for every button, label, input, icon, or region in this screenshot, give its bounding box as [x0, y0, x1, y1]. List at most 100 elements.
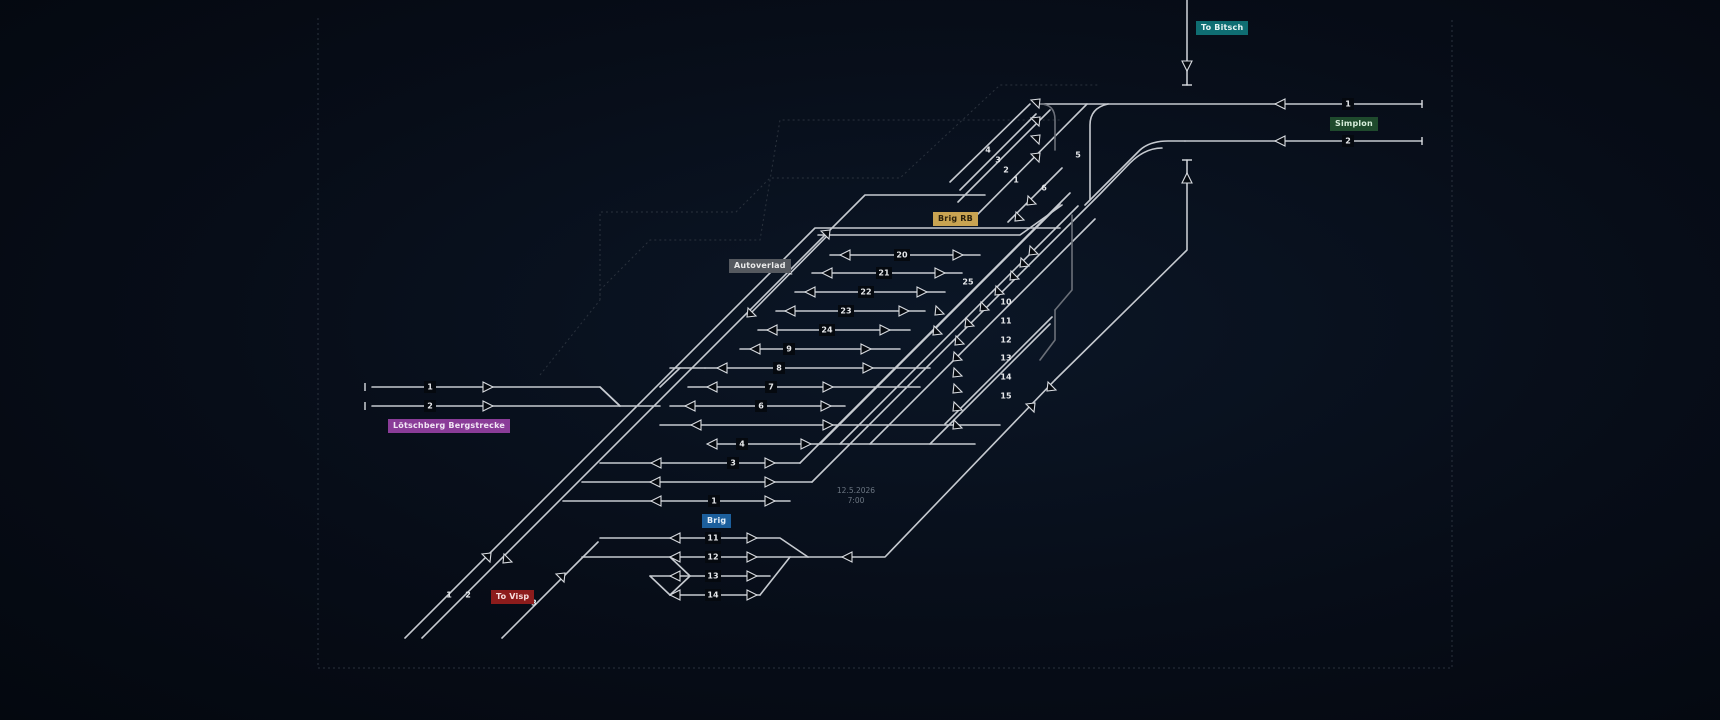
label-to-bitsch: To Bitsch [1196, 21, 1249, 35]
signal-54[interactable] [994, 284, 1006, 296]
track-diag-a[interactable] [404, 227, 1061, 639]
signal-43[interactable] [746, 532, 759, 544]
signal-33[interactable] [800, 438, 813, 450]
signal-27[interactable] [822, 381, 835, 393]
track-autoverlad-diag[interactable] [751, 234, 829, 313]
signal-26[interactable] [705, 381, 718, 393]
signal-17[interactable] [916, 286, 929, 298]
signal-70[interactable] [932, 324, 944, 336]
signal-65[interactable] [480, 552, 492, 564]
signal-10[interactable] [1026, 194, 1038, 206]
track-simplon-south[interactable] [807, 379, 1056, 558]
signal-4[interactable] [1181, 171, 1193, 184]
track-ladder-r2[interactable] [1039, 309, 1056, 361]
signal-68[interactable] [746, 306, 758, 318]
signal-19[interactable] [898, 305, 911, 317]
signal-69[interactable] [934, 304, 946, 316]
signal-18[interactable] [783, 305, 796, 317]
signal-46[interactable] [668, 570, 681, 582]
signal-20[interactable] [765, 324, 778, 336]
track-diag-h[interactable] [811, 147, 1163, 483]
signal-21[interactable] [879, 324, 892, 336]
signal-32[interactable] [705, 438, 718, 450]
signal-6[interactable] [1029, 116, 1041, 128]
label-brig-rb: Brig RB [933, 212, 978, 226]
signal-16[interactable] [803, 286, 816, 298]
signal-59[interactable] [952, 366, 964, 378]
signal-24[interactable] [715, 362, 728, 374]
signal-42[interactable] [668, 532, 681, 544]
signal-35[interactable] [764, 457, 777, 469]
signal-45[interactable] [746, 551, 759, 563]
track-lb-crossover[interactable] [599, 386, 621, 407]
track-diag-c[interactable] [501, 541, 599, 639]
track-t8-lead[interactable] [659, 367, 681, 388]
track-diag-j[interactable] [944, 316, 1053, 425]
signal-47[interactable] [746, 570, 759, 582]
track-rb-4[interactable] [949, 103, 1031, 183]
track-simplon-2-curve[interactable] [1084, 140, 1186, 206]
track-b-join-l[interactable] [669, 556, 691, 596]
track-diag-e[interactable] [839, 205, 1079, 445]
signal-12[interactable] [838, 249, 851, 261]
signal-52[interactable] [1019, 256, 1031, 268]
track-diag-i[interactable] [929, 323, 1051, 445]
track-diag-f[interactable] [869, 218, 1096, 445]
signal-53[interactable] [1009, 269, 1021, 281]
signal-8[interactable] [1029, 152, 1041, 164]
signal-39[interactable] [764, 495, 777, 507]
signal-28[interactable] [683, 400, 696, 412]
signal-64[interactable] [1046, 380, 1058, 392]
signal-15[interactable] [934, 267, 947, 279]
signal-60[interactable] [952, 382, 964, 394]
track-rb-7[interactable] [1089, 103, 1109, 201]
signal-63[interactable] [1024, 402, 1036, 414]
track-rb-6[interactable] [1039, 103, 1056, 151]
signal-7[interactable] [1029, 134, 1041, 146]
signal-44[interactable] [668, 551, 681, 563]
track-b11[interactable] [599, 537, 809, 558]
signal-56[interactable] [964, 316, 976, 328]
track-diag-b[interactable] [421, 194, 986, 639]
signal-61[interactable] [952, 400, 964, 412]
signal-58[interactable] [952, 350, 964, 362]
signal-11[interactable] [819, 229, 831, 241]
signal-22[interactable] [748, 343, 761, 355]
signal-14[interactable] [820, 267, 833, 279]
track-rb-3[interactable] [959, 113, 1037, 191]
track-b-join-r[interactable] [759, 556, 791, 596]
signal-55[interactable] [979, 300, 991, 312]
svg-text:6: 6 [758, 402, 764, 411]
track-rb-2[interactable] [957, 109, 1051, 203]
signal-31[interactable] [822, 419, 835, 431]
track-bitsch-lower[interactable] [1054, 159, 1188, 381]
track-rb-1[interactable] [969, 103, 1088, 223]
signal-36[interactable] [648, 476, 661, 488]
signal-49[interactable] [746, 589, 759, 601]
signal-41[interactable] [482, 400, 495, 412]
track-lb-1[interactable] [371, 386, 621, 407]
signal-29[interactable] [820, 400, 833, 412]
signal-67[interactable] [554, 572, 566, 584]
signal-51[interactable] [1028, 244, 1040, 256]
track-ladder-r1[interactable] [1054, 214, 1073, 311]
signal-38[interactable] [649, 495, 662, 507]
signal-48[interactable] [668, 589, 681, 601]
track-b-join-l2[interactable] [649, 575, 671, 596]
signal-5[interactable] [1029, 98, 1041, 110]
signal-2[interactable] [1273, 135, 1286, 147]
signal-34[interactable] [649, 457, 662, 469]
signal-57[interactable] [954, 334, 966, 346]
signal-66[interactable] [502, 552, 514, 564]
signal-37[interactable] [764, 476, 777, 488]
signal-40[interactable] [482, 381, 495, 393]
signal-23[interactable] [860, 343, 873, 355]
signal-50[interactable] [840, 551, 853, 563]
signal-3[interactable] [1181, 60, 1193, 73]
signal-9[interactable] [1014, 210, 1026, 222]
signal-25[interactable] [862, 362, 875, 374]
signal-62[interactable] [952, 418, 964, 430]
signal-13[interactable] [952, 249, 965, 261]
signal-1[interactable] [1273, 98, 1286, 110]
signal-30[interactable] [689, 419, 702, 431]
